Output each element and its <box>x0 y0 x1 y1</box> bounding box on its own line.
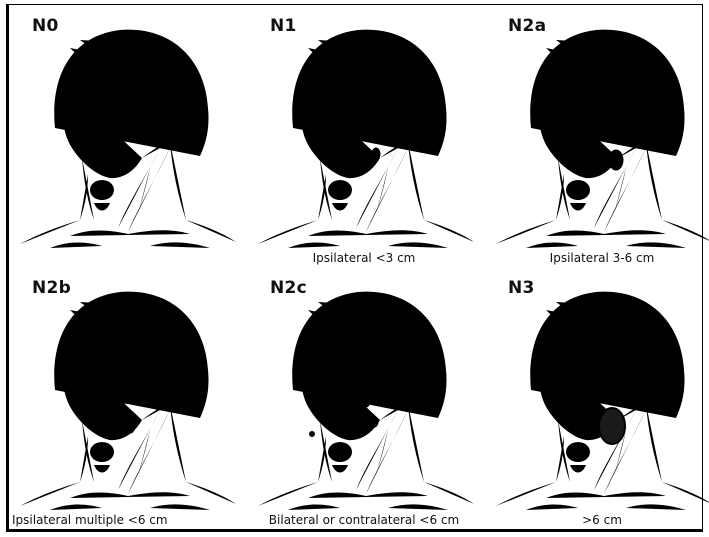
panel-label: N3 <box>508 278 535 298</box>
lymph-node <box>370 417 378 427</box>
panel-caption: Bilateral or contralateral <6 cm <box>248 513 480 527</box>
panel-label: N2c <box>270 278 307 298</box>
panel-label: N2a <box>508 16 546 36</box>
lymph-node <box>110 396 115 401</box>
panel-caption: Ipsilateral <3 cm <box>248 251 480 265</box>
head-neck-illustration <box>10 270 242 532</box>
panel-n2c: N2c Bilateral or contralateral <6 cm <box>248 270 480 532</box>
panel-label: N0 <box>32 16 59 36</box>
lymph-node <box>602 396 607 401</box>
panel-caption: Ipsilateral multiple <6 cm <box>12 513 244 527</box>
head-neck-illustration <box>10 8 242 270</box>
head-neck-illustration <box>486 270 709 532</box>
lymph-node <box>363 401 369 407</box>
panel-n0: N0 <box>10 8 242 270</box>
panel-n3: N3 >6 cm <box>486 270 709 532</box>
lymph-node <box>100 396 105 401</box>
lymph-node <box>310 432 315 437</box>
lymph-node <box>609 150 623 170</box>
lymph-node <box>125 419 135 433</box>
lymph-node <box>372 148 380 160</box>
panel-caption: Ipsilateral 3-6 cm <box>486 251 709 265</box>
lymph-node <box>314 400 319 405</box>
lymph-node <box>599 408 625 444</box>
panel-n1: N1 Ipsilateral <3 cm <box>248 8 480 270</box>
head-neck-illustration <box>248 8 480 270</box>
panel-caption: >6 cm <box>486 513 709 527</box>
panel-n2b: N2b Ipsilateral multiple <6 cm <box>10 270 242 532</box>
panel-label: N1 <box>270 16 297 36</box>
head-neck-illustration <box>486 8 709 270</box>
panel-n2a: N2a Ipsilateral 3-6 cm <box>486 8 709 270</box>
lymph-node <box>610 396 615 401</box>
head-neck-illustration <box>248 270 480 532</box>
panel-label: N2b <box>32 278 71 298</box>
